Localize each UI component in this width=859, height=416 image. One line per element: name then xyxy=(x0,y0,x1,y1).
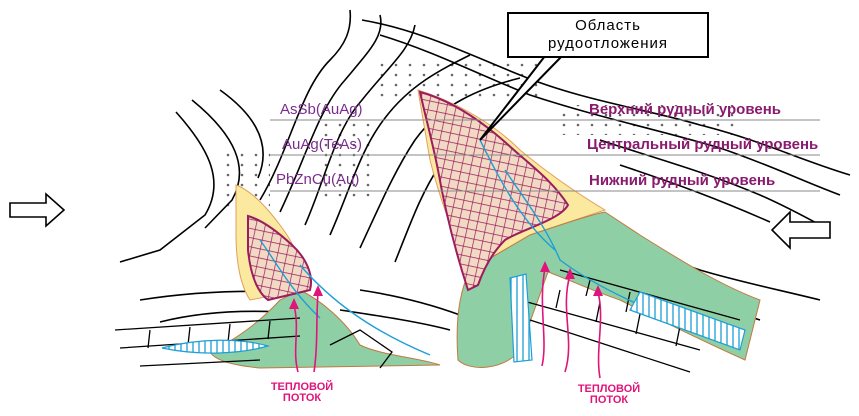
hollow-arrow-right-icon xyxy=(10,194,64,226)
central-ore-level-label: Центральный рудный уровень xyxy=(587,136,818,153)
sandstone-dots-band xyxy=(320,120,370,200)
hollow-arrow-left-icon xyxy=(772,212,830,248)
heat-flow-label-left: ТЕПЛОВОЙ ПОТОК xyxy=(266,382,338,404)
lower-ore-level-label: Нижний рудный уровень xyxy=(589,172,775,189)
central-elements-label: AuAg(TeAs) xyxy=(282,136,362,153)
upper-ore-level-label: Верхний рудный уровень xyxy=(589,101,781,118)
heat-flow-right-line-2: ПОТОК xyxy=(573,395,645,406)
callout-line-2: рудоотложения xyxy=(513,35,703,53)
ore-deposition-area-callout: Область рудоотложения xyxy=(507,12,709,58)
lower-elements-label: PbZnCu(Au) xyxy=(276,171,359,188)
heat-flow-label-right: ТЕПЛОВОЙ ПОТОК xyxy=(573,384,645,406)
green-alteration-left xyxy=(210,290,440,368)
callout-line-1: Область xyxy=(513,17,703,35)
heat-flow-left-line-2: ПОТОК xyxy=(266,393,338,404)
upper-elements-label: AsSb(AuAg) xyxy=(280,101,363,118)
